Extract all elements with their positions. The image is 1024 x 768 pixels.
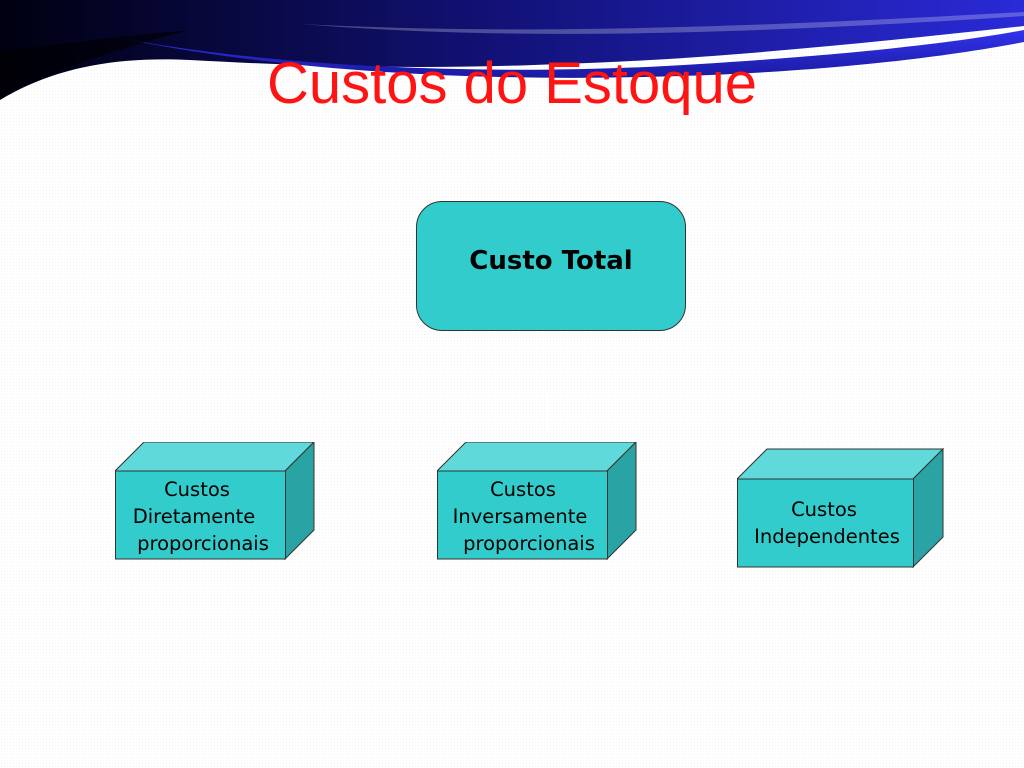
box-2-line-3: proporcionais <box>463 532 595 555</box>
header-banner <box>0 0 1024 100</box>
cube-shape-3 <box>737 448 944 568</box>
box-custos-diretamente: Custos Diretamente proporcionais <box>115 442 315 560</box>
cube-shape-1 <box>115 442 315 560</box>
custo-total-label: Custo Total <box>469 246 633 276</box>
box-label-2: Custos Inversamente proporcionais <box>443 476 603 557</box>
box-2-line-2: Inversamente <box>452 505 588 528</box>
box-custos-independentes: Custos Independentes <box>737 448 944 568</box>
box-3-line-1: Custos <box>791 498 857 521</box>
box-3-line-2: Independentes <box>754 525 900 548</box>
custo-total-box: Custo Total <box>416 201 686 331</box>
connector-line <box>546 392 549 432</box>
box-custos-inversamente: Custos Inversamente proporcionais <box>437 442 637 560</box>
box-2-line-1: Custos <box>490 478 556 501</box>
cube-shape-2 <box>437 442 637 560</box>
box-label-3: Custos Independentes <box>741 496 913 550</box>
box-1-line-3: proporcionais <box>137 532 269 555</box>
slide-title: Custos do Estoque <box>266 51 758 116</box>
box-1-line-2: Diretamente <box>132 505 256 528</box>
box-1-line-1: Custos <box>164 478 230 501</box>
box-label-1: Custos Diretamente proporcionais <box>121 476 281 557</box>
